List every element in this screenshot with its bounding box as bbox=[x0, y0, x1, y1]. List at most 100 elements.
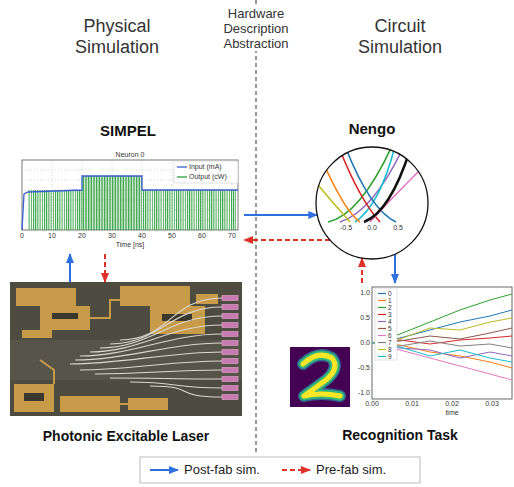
chip-photo-part-part bbox=[110, 378, 222, 379]
tick-label: 0.03 bbox=[485, 400, 499, 408]
nengo-circle: Nengo bbox=[315, 146, 429, 260]
chip-photo bbox=[10, 282, 242, 416]
chip-photo-part bbox=[10, 282, 242, 416]
chip-photo-part-part bbox=[222, 314, 238, 319]
simpel-plot-part bbox=[22, 160, 238, 230]
simpel-plot-part bbox=[174, 161, 238, 183]
digit-image-part bbox=[303, 355, 340, 396]
chip-photo-part-part bbox=[60, 396, 120, 412]
legend-label: 1 bbox=[388, 297, 392, 304]
legend-label: 9 bbox=[388, 353, 392, 360]
tick-label: -0.5 bbox=[340, 224, 352, 232]
chip-photo: Photonic Excitable Laser bbox=[10, 282, 242, 416]
simpel-plot-part bbox=[177, 166, 187, 167]
nengo-curves-part bbox=[318, 185, 350, 222]
column-title: Hardware Description Abstraction bbox=[204, 6, 308, 51]
simpel-plot-part bbox=[82, 176, 142, 230]
chip-photo-part-part bbox=[120, 286, 190, 306]
recognition-plot-part bbox=[375, 288, 397, 360]
tick-label: 0 bbox=[20, 232, 24, 240]
tick-label: 30 bbox=[108, 232, 116, 240]
chip-photo-part-part bbox=[222, 332, 238, 337]
legend-label: 8 bbox=[388, 346, 392, 353]
simpel-plot-part bbox=[22, 160, 238, 230]
simpel-plot-part bbox=[28, 190, 82, 230]
chip-photo-part-part bbox=[222, 296, 238, 301]
simpel-plot-part bbox=[142, 190, 236, 230]
chip-photo-part-part bbox=[52, 313, 78, 319]
postfab-arrow bbox=[244, 214, 317, 216]
chip-photo-part bbox=[10, 340, 242, 380]
legend-label: 3 bbox=[388, 311, 392, 318]
tick-label: 70 bbox=[228, 232, 236, 240]
tick-label: 20 bbox=[78, 232, 86, 240]
chip-photo-part-part bbox=[90, 325, 222, 352]
axis-title: time bbox=[445, 409, 458, 417]
chip-photo-part-part bbox=[222, 323, 238, 328]
prefab-arrow bbox=[104, 254, 106, 282]
tick-label: 0.00 bbox=[365, 400, 379, 408]
chip-photo-part-part bbox=[16, 288, 76, 306]
chip-photo-part-part bbox=[150, 386, 222, 397]
legend-label: Output (cW) bbox=[189, 173, 227, 181]
chip-photo-part bbox=[40, 300, 128, 404]
tick-label: 50 bbox=[168, 232, 176, 240]
legend-box-part bbox=[140, 457, 420, 483]
recognition-plot-part-part bbox=[378, 307, 386, 308]
column-title: Physical Simulation bbox=[62, 16, 172, 57]
digit-image-part bbox=[290, 347, 350, 407]
column-title: Circuit Simulation bbox=[345, 16, 455, 57]
prefab-arrow bbox=[361, 258, 363, 283]
chip-photo-part-part bbox=[222, 359, 238, 364]
node-caption: Photonic Excitable Laser bbox=[43, 428, 210, 445]
node-caption: Recognition Task bbox=[342, 427, 458, 444]
tick-label: 0.02 bbox=[445, 400, 459, 408]
postfab-arrow bbox=[69, 254, 71, 282]
recognition-plot-part bbox=[378, 294, 386, 357]
recognition-plot-part-part bbox=[378, 321, 386, 322]
chip-photo-part-part bbox=[128, 398, 168, 410]
node-heading: Nengo bbox=[349, 120, 396, 138]
chip-photo-part-part bbox=[14, 384, 54, 412]
legend-box bbox=[140, 457, 420, 483]
prefab-arrow bbox=[244, 239, 330, 241]
nengo-curves-part bbox=[340, 150, 380, 222]
chip-photo-part bbox=[24, 313, 192, 401]
recognition-plot-part-part bbox=[378, 349, 386, 350]
chip-photo-part-part bbox=[222, 350, 238, 355]
recognition-plot bbox=[372, 287, 512, 399]
nengo-curves-part bbox=[364, 150, 410, 222]
node-heading: SIMPEL bbox=[100, 122, 156, 140]
simpel-plot bbox=[22, 160, 238, 230]
chip-photo-part bbox=[70, 298, 222, 397]
legend-label: 6 bbox=[388, 332, 392, 339]
simpel-plot-part bbox=[22, 176, 238, 230]
chip-photo-part-part bbox=[222, 386, 238, 391]
chip-photo-part-part bbox=[120, 403, 128, 405]
chip-photo-part-part bbox=[80, 361, 222, 370]
legend-label: Pre-fab sim. bbox=[316, 462, 386, 477]
legend-label: Post-fab sim. bbox=[184, 462, 260, 477]
recognition-plot-part-part bbox=[378, 300, 386, 301]
digit-image bbox=[290, 347, 350, 407]
recognition-plot-part-part bbox=[378, 335, 386, 336]
digit-image-part bbox=[303, 355, 340, 396]
chip-photo-part-part bbox=[222, 368, 238, 373]
legend-label: Input (mA) bbox=[189, 163, 222, 171]
circle-outline bbox=[316, 147, 428, 259]
legend-label: 7 bbox=[388, 339, 392, 346]
chip-photo-part bbox=[222, 296, 238, 400]
chip-photo-part-part bbox=[162, 314, 192, 321]
chip-photo-part-part bbox=[130, 382, 222, 388]
legend-box-part bbox=[150, 469, 178, 471]
chip-photo-part-part bbox=[90, 300, 120, 318]
tick-label: -1.0 bbox=[358, 389, 370, 397]
chip-photo-part-part bbox=[222, 377, 238, 382]
recognition-plot-part bbox=[372, 287, 512, 399]
nengo-curves-part bbox=[355, 146, 395, 222]
postfab-arrow bbox=[394, 254, 396, 283]
legend-label: 0 bbox=[388, 290, 392, 297]
